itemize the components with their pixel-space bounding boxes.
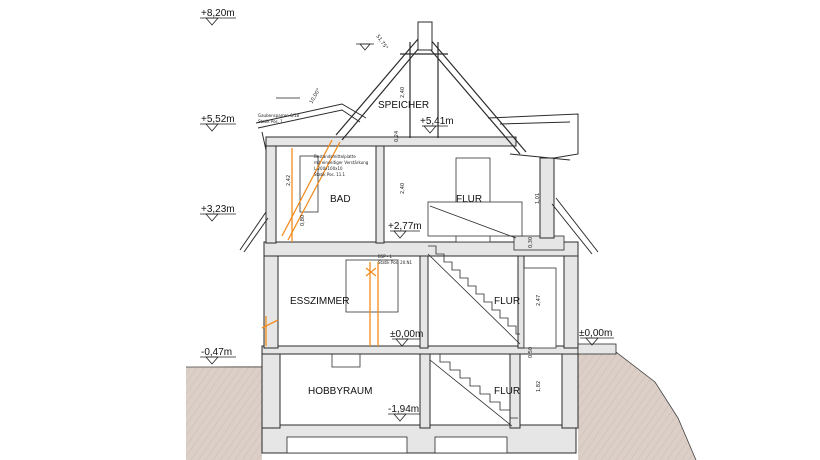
angle-main-roof: 51,75° <box>374 34 389 52</box>
dim-247: 2,47 <box>536 295 542 306</box>
dim-101: 1,01 <box>535 193 541 204</box>
chimney <box>417 21 433 51</box>
angle-dormer: 10,00° <box>309 87 323 105</box>
slab-first-floor <box>263 241 579 257</box>
staircase-lower <box>429 353 518 427</box>
steel-members <box>261 139 379 346</box>
note-best-4: Statik Pos. 11.1 <box>314 172 346 177</box>
dim-024: 0,24 <box>394 131 400 142</box>
level-label-outer-000: ±0,00m <box>579 328 612 339</box>
dim-240-attic: 2,40 <box>400 87 406 98</box>
level-label-inner-541: +5,41m <box>420 116 454 127</box>
level-label-552: +5,52m <box>201 114 235 125</box>
room-label-esszimmer: ESSZIMMER <box>290 296 349 307</box>
dim-030: 0,30 <box>528 237 534 248</box>
ground-floor-walls <box>263 254 579 349</box>
slab-attic <box>265 136 517 147</box>
room-label-flur-mid: FLUR <box>494 296 520 307</box>
room-label-flur-top: FLUR <box>456 194 482 205</box>
level-markers <box>200 17 614 422</box>
level-label-inner-194: -1,94m <box>388 404 419 415</box>
level-label-inner-277: +2,77m <box>388 221 422 232</box>
note-mid-2: Statik Pos. 20.N1 <box>378 260 413 265</box>
note-mid-1: BSP - L <box>378 254 393 259</box>
ground-terrain-right <box>578 352 696 460</box>
note-gauben-2: Statik Pos. 1 <box>258 119 283 124</box>
room-label-flur-low: FLUR <box>494 386 520 397</box>
balcony-slab <box>513 235 565 251</box>
ground-terrain <box>186 366 262 460</box>
dim-050: 0,50 <box>528 347 534 358</box>
note-best-3: L 200x100x10 <box>314 166 343 171</box>
room-label-bad: BAD <box>330 194 351 205</box>
esszimmer-window <box>345 259 399 313</box>
level-label-323: +3,23m <box>201 204 235 215</box>
room-label-hobbyraum: HOBBYRAUM <box>308 386 372 397</box>
terrace-step <box>577 343 617 355</box>
dim-182: 1,82 <box>536 381 542 392</box>
dormer-roof-right <box>487 113 579 161</box>
dim-240-upper: 2,40 <box>400 183 406 194</box>
room-label-speicher: SPEICHER <box>378 100 429 111</box>
dormer-roof-left <box>255 103 367 151</box>
staircase-top <box>429 205 517 239</box>
foundation-footings <box>286 436 508 454</box>
level-label-820: +8,20m <box>201 8 235 19</box>
dim-080: 0,80 <box>300 215 306 226</box>
lower-eaves <box>239 197 599 255</box>
note-best-1: Bestandsmittelplatte <box>314 154 356 159</box>
level-label-047: -0,47m <box>201 347 232 358</box>
note-best-2: mit einseitiger Verstärkung <box>314 160 369 165</box>
basement-window-frame <box>331 352 361 368</box>
railing-box <box>427 201 523 237</box>
flur-mid-window <box>523 267 557 349</box>
staircase-upper <box>427 245 521 345</box>
note-gauben-1: Gaubensparren 6/18 <box>258 113 300 118</box>
level-label-inner-000: ±0,00m <box>390 329 423 340</box>
dim-242: 2,42 <box>286 175 292 186</box>
